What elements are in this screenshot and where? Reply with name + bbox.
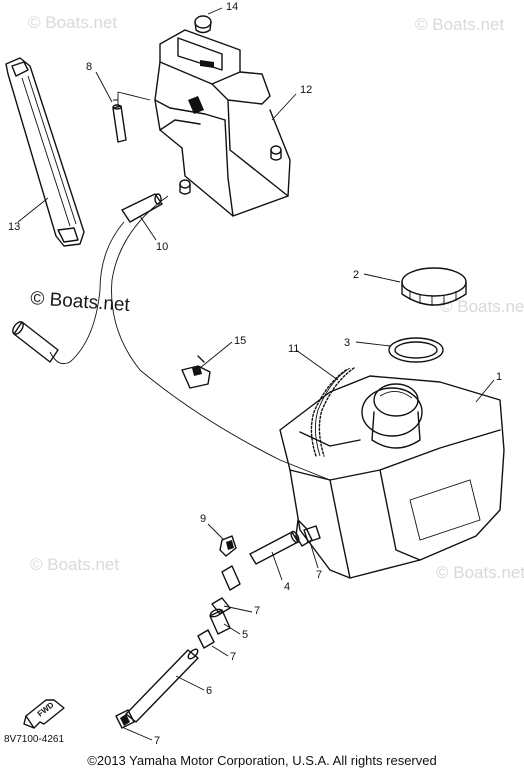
fwd-arrow-icon: FWD [23, 699, 65, 729]
part-2-fuel-cap [401, 267, 467, 306]
callout-2: 2 [353, 269, 359, 281]
callout-4: 4 [284, 581, 290, 593]
watermark-main: © Boats.net [30, 288, 131, 316]
part-4-hose [249, 530, 300, 565]
callout-7-clamp-b: 7 [254, 605, 260, 617]
part-8-pipe [112, 104, 127, 143]
callout-7-clamp-a: 7 [316, 569, 322, 581]
callout-8: 8 [86, 61, 92, 73]
callout-7-clamp-c: 7 [230, 651, 236, 663]
watermark-bottom-left: © Boats.net [30, 555, 119, 574]
watermark-mid-right: © Boats.net [440, 297, 524, 316]
part-small-hose [221, 565, 241, 591]
callout-9: 9 [200, 513, 206, 525]
part-7-clamp-b [211, 597, 231, 615]
part-9-clip [219, 535, 237, 557]
callout-13: 13 [8, 221, 20, 233]
watermark-top-right: © Boats.net [415, 15, 504, 34]
part-12-upper-cover [154, 29, 291, 217]
callout-14: 14 [226, 1, 238, 13]
diagram-code: 8V7100-4261 [4, 734, 64, 745]
part-14-cap [194, 15, 212, 34]
part-3-gasket [388, 337, 444, 363]
part-13-strap [5, 57, 85, 247]
part-6-hose [125, 648, 199, 723]
part-5-fuel-filter [209, 608, 231, 635]
callout-1: 1 [496, 371, 502, 383]
part-7-clamp-a [303, 525, 321, 543]
part-10-hose [49, 193, 331, 481]
callout-15: 15 [234, 335, 246, 347]
watermark-top-left: © Boats.net [28, 13, 117, 32]
callout-3: 3 [344, 337, 350, 349]
part-7-clamp-c [197, 629, 215, 649]
callout-12: 12 [300, 84, 312, 96]
fwd-label: FWD [36, 700, 56, 718]
part-15-clip [181, 355, 211, 389]
callout-5: 5 [242, 629, 248, 641]
part-1-fuel-tank [279, 375, 505, 579]
callout-7-clamp-d: 7 [154, 735, 160, 747]
copyright-notice: ©2013 Yamaha Motor Corporation, U.S.A. A… [87, 753, 437, 768]
part-7-clamp-d [115, 709, 135, 729]
callout-6: 6 [206, 685, 212, 697]
watermark-bottom-right: © Boats.net [436, 563, 524, 582]
callout-10: 10 [156, 241, 168, 253]
leader-lines [17, 7, 495, 741]
part-loose-tube [12, 321, 59, 363]
callout-labels: 14 8 12 13 10 2 3 11 15 1 9 4 7 7 5 7 6 … [8, 1, 502, 747]
callout-11: 11 [288, 343, 299, 355]
